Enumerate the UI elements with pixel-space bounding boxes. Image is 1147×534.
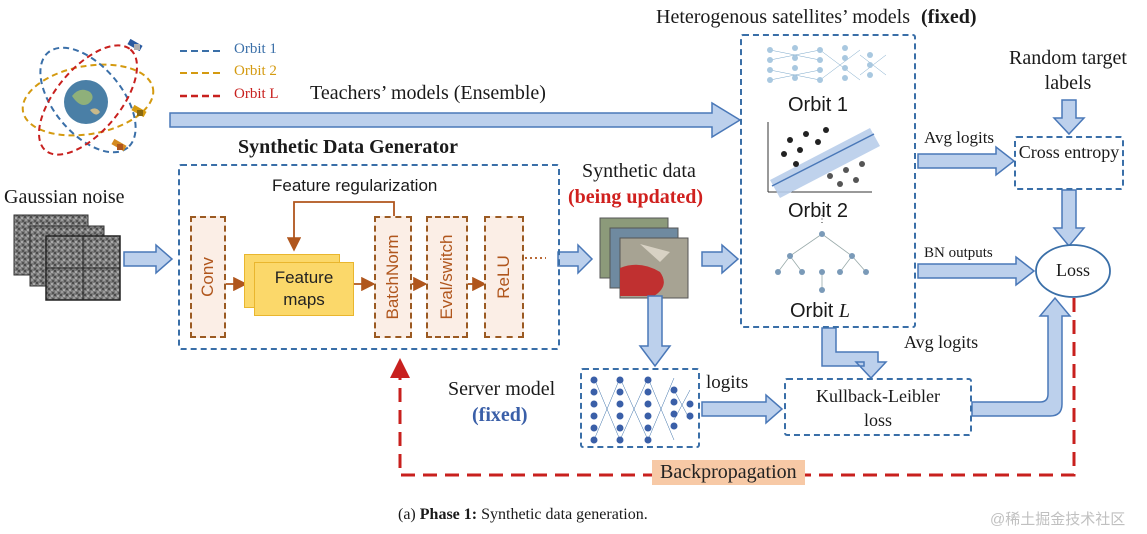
noise-arrow — [123, 243, 174, 275]
random-target-arrow — [1052, 99, 1086, 136]
teachers-label: Teachers’ models (Ensemble) — [310, 82, 546, 104]
orbit-l-italic: L — [838, 300, 851, 322]
satellites-models-box — [740, 34, 916, 328]
kl-loss-box: Kullback-Leibler loss — [784, 378, 972, 436]
orbit-2-label: Orbit 2 — [788, 200, 849, 222]
conv-layer: Conv — [190, 216, 226, 338]
caption-text: Synthetic data generation. — [481, 506, 648, 523]
to-teachers-arrow — [701, 243, 740, 275]
server-model-box — [580, 368, 700, 448]
being-updated-label: (being updated) — [568, 186, 704, 208]
to-server-arrow — [638, 295, 672, 368]
loss-node — [1035, 244, 1111, 298]
server-fixed-label: (fixed) — [472, 404, 528, 426]
teachers-arrow — [169, 101, 742, 139]
eval-switch-layer: Eval/switch — [426, 216, 468, 338]
orbit-l-text: Orbit — [790, 300, 834, 322]
satellites-title: Heterogenous satellites’ models (fixed) — [656, 6, 977, 29]
avg-logits-kl-arrow — [821, 327, 888, 380]
kl-to-loss-arrow — [971, 296, 1072, 417]
backpropagation-label: Backpropagation — [652, 460, 805, 485]
server-model-label: Server model — [448, 378, 556, 400]
svm-scatter-icon — [767, 122, 880, 198]
gaussian-noise-image — [13, 214, 121, 301]
figure-caption: (a) Phase 1: Synthetic data generation. — [398, 506, 648, 524]
random-target-labels: Random target labels — [1009, 47, 1127, 94]
svg-text:⋮: ⋮ — [817, 214, 827, 225]
batchnorm-layer: BatchNorm — [374, 216, 412, 338]
conv-label: Conv — [198, 257, 217, 297]
orbit-l-label: Orbit L — [790, 300, 850, 323]
feature-regularization-label: Feature regularization — [272, 176, 438, 195]
satellites-fixed-label: (fixed) — [921, 6, 977, 28]
legend-orbit-2: Orbit 2 — [234, 63, 277, 79]
bn-outputs-arrow — [917, 255, 1036, 287]
gaussian-noise-label: Gaussian noise — [4, 186, 125, 208]
relu-layer: ReLU — [484, 216, 524, 338]
satellite-orbits-icon — [21, 38, 155, 156]
generator-title: Synthetic Data Generator — [238, 136, 458, 158]
caption-prefix: (a) — [398, 506, 416, 523]
logits-label: logits — [706, 372, 749, 393]
synthetic-images — [599, 217, 689, 299]
legend-orbit-l: Orbit L — [234, 86, 279, 102]
to-synthetic-arrow — [557, 243, 594, 275]
watermark: @稀土掘金技术社区 — [990, 511, 1126, 528]
eval-switch-label: Eval/switch — [437, 234, 456, 320]
loss-label: Loss — [1055, 260, 1090, 280]
satellite-icon — [127, 38, 143, 52]
orbit-1-label: Orbit 1 — [788, 94, 849, 116]
relu-label: ReLU — [494, 255, 513, 299]
generator-box — [178, 164, 560, 350]
synthetic-data-label: Synthetic data — [582, 160, 696, 182]
satellite-icon — [111, 138, 127, 152]
legend-orbit-1: Orbit 1 — [234, 41, 277, 57]
caption-bold: Phase 1: — [419, 506, 478, 523]
avg-logits-arrow — [917, 145, 1016, 177]
decision-tree-icon — [777, 233, 867, 290]
feature-maps-box: Feature maps — [254, 262, 354, 316]
logits-arrow — [701, 393, 784, 425]
batchnorm-label: BatchNorm — [383, 234, 402, 320]
satellites-title-text: Heterogenous satellites’ models — [656, 6, 911, 28]
bn-outputs-label: BN outputs — [924, 245, 993, 261]
ce-to-loss-arrow — [1052, 189, 1086, 248]
cross-entropy-box: Cross entropy — [1014, 136, 1124, 190]
feature-regularization-loop — [286, 201, 395, 252]
avg-logits-kl-label: Avg logits — [904, 332, 979, 352]
satellite-icon — [131, 104, 147, 118]
avg-logits-label: Avg logits — [924, 128, 995, 147]
